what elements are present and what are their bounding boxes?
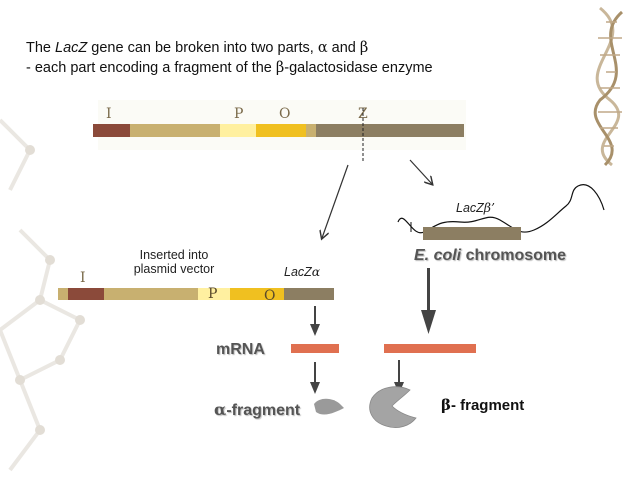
label-text: LacZ xyxy=(284,265,312,279)
region-label-o: O xyxy=(264,288,276,304)
label-text: -fragment xyxy=(226,402,301,419)
region-label-i: I xyxy=(106,106,112,122)
mrna-label: mRNA xyxy=(216,341,265,358)
label-text: chromosome xyxy=(461,247,567,264)
alpha-fragment-shape xyxy=(314,398,344,415)
caption-text: gene can be broken into two parts, xyxy=(87,40,318,56)
operator-segment xyxy=(256,124,306,137)
lac-i-segment xyxy=(68,288,104,300)
label-text: - fragment xyxy=(450,397,525,414)
mrna-alpha-bar xyxy=(291,344,339,353)
beta-symbol: β xyxy=(359,40,369,56)
lac-z-beta-segment xyxy=(423,227,521,240)
caption-text: -galactosidase enzyme xyxy=(284,60,433,76)
spacer-segment xyxy=(306,124,316,137)
region-label-p: P xyxy=(234,106,244,122)
lacz-beta-label: LacZβ’ xyxy=(456,200,495,215)
ecoli-chromosome-label: E. coli chromosome xyxy=(414,247,566,265)
mrna-beta-bar xyxy=(384,344,476,353)
caption-text: - each part encoding a fragment of the xyxy=(26,60,276,76)
alpha-symbol: α xyxy=(311,264,321,279)
caption-text: The xyxy=(26,40,56,56)
caption-line-2: - each part encoding a fragment of the β… xyxy=(26,60,433,76)
chromosome-dna-line xyxy=(397,184,605,234)
label-line: Inserted into xyxy=(139,248,209,262)
beta-fragment-shape xyxy=(369,386,417,428)
inserted-into-plasmid-label: Inserted into plasmid vector xyxy=(112,248,236,276)
spacer-segment xyxy=(104,288,198,300)
operator-segment xyxy=(230,288,284,300)
region-label-o: O xyxy=(279,106,291,122)
label-line: plasmid vector xyxy=(133,262,215,276)
caption-text: and xyxy=(327,40,360,56)
alpha-symbol: α xyxy=(317,40,328,56)
beta-symbol: β’ xyxy=(483,200,495,215)
beta-symbol: β xyxy=(275,60,285,76)
region-label-i: I xyxy=(80,270,86,286)
beta-fragment-label: β- fragment xyxy=(441,396,524,414)
promoter-segment xyxy=(198,288,230,300)
label-text: LacZ xyxy=(456,201,484,215)
lac-z-segment xyxy=(316,124,464,137)
organism-name: E. coli xyxy=(414,247,462,264)
arrow-to-plasmid xyxy=(322,164,349,238)
alpha-symbol: α xyxy=(214,400,227,419)
lacz-alpha-label: LacZα xyxy=(284,264,320,279)
alpha-fragment-label: α-fragment xyxy=(214,400,300,420)
region-label-p: P xyxy=(208,286,218,302)
dna-helix-icon xyxy=(593,6,624,167)
down-arrow-icon xyxy=(310,268,436,394)
lac-z-alpha-segment xyxy=(284,288,334,300)
caption-gene-name: LacZ xyxy=(55,40,88,56)
promoter-segment xyxy=(220,124,256,137)
spacer-segment xyxy=(130,124,220,137)
beta-symbol: β xyxy=(441,396,451,414)
arrow-to-chromosome xyxy=(409,159,432,184)
lac-i-segment xyxy=(93,124,130,137)
caption-line-1: The LacZ gene can be broken into two par… xyxy=(26,40,368,56)
